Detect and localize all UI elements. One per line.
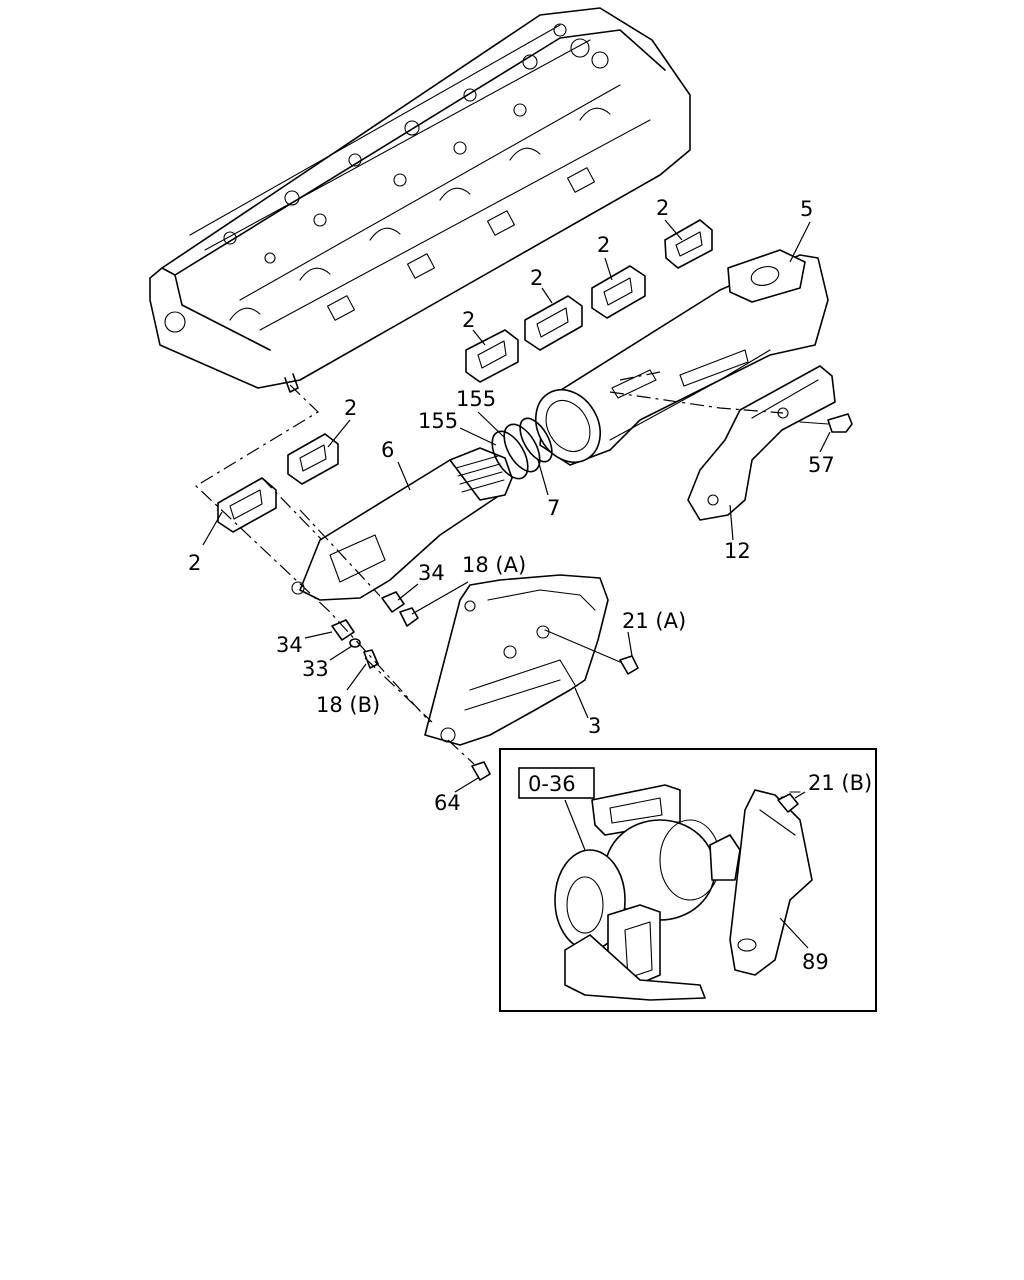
leader-lines	[202, 219, 831, 793]
callout-6: 6	[381, 438, 394, 462]
callout-12: 12	[724, 539, 751, 563]
callout-2: 2	[530, 266, 543, 290]
callout-7: 7	[547, 496, 560, 520]
callout-2: 2	[656, 196, 669, 220]
gasket-2-a	[664, 219, 713, 269]
seal-ring-155-a	[491, 430, 529, 480]
callout-155: 155	[418, 409, 458, 433]
callout-33: 33	[302, 657, 329, 681]
ring-7	[519, 417, 553, 463]
callout-34: 34	[276, 633, 303, 657]
bolt-21b	[777, 791, 801, 813]
callout-89: 89	[802, 950, 829, 974]
spacer-34-a	[381, 591, 405, 613]
turbo-heat-shield-3	[424, 574, 609, 746]
callout-2: 2	[597, 233, 610, 257]
callout-2: 2	[188, 551, 201, 575]
turbocharger	[554, 784, 741, 1001]
turbo-heat-shield-89	[729, 789, 813, 976]
rear-exhaust-manifold-5	[535, 249, 829, 466]
spacer-34-b	[331, 619, 355, 641]
heat-shield-12	[687, 365, 836, 521]
callout-2: 2	[462, 308, 475, 332]
callout-21a: 21 (A)	[622, 609, 686, 633]
nut-64	[471, 761, 491, 781]
washer-33	[349, 638, 361, 648]
callout-64: 64	[434, 791, 461, 815]
seal-ring-155-b	[503, 423, 541, 473]
reference-label: 0-36	[528, 772, 576, 796]
nut-18a	[399, 607, 419, 627]
cylinder-head	[149, 7, 691, 393]
callout-5: 5	[800, 197, 813, 221]
callout-57: 57	[808, 453, 835, 477]
callout-2: 2	[344, 396, 357, 420]
reference-box	[518, 767, 595, 799]
gasket-2-f	[217, 477, 277, 533]
callout-155: 155	[456, 387, 496, 411]
callout-18a: 18 (A)	[462, 553, 526, 577]
callout-labels: 2 2 2 2 2 2 5 6 155 155 7 57 12 34 18 (A…	[188, 196, 872, 974]
bolt-21a	[544, 629, 639, 675]
callout-3: 3	[588, 714, 601, 738]
callout-18b: 18 (B)	[316, 693, 380, 717]
gasket-2-d	[465, 329, 519, 383]
gasket-2-c	[524, 295, 583, 351]
bolt-57	[799, 413, 853, 433]
gasket-2-e	[287, 433, 339, 485]
gasket-2-b	[591, 265, 646, 319]
turbocharger-inset	[499, 748, 877, 1012]
callout-34: 34	[418, 561, 445, 585]
callout-21b: 21 (B)	[808, 771, 872, 795]
